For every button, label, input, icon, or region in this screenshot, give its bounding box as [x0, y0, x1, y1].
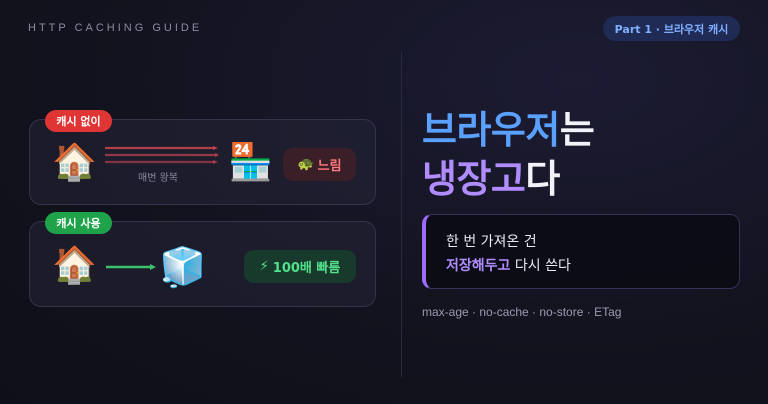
slow-result-pill: 🐢 느림: [283, 148, 356, 181]
quote-line-2: 저장해두고 다시 쓴다: [446, 254, 719, 278]
keyword-list: max-age · no-cache · no-store · ETag: [422, 305, 622, 319]
no-cache-tag: 캐시 없이: [45, 110, 112, 132]
quote-line-1: 한 번 가져온 건: [446, 234, 537, 250]
slow-label: 느림: [317, 159, 342, 174]
cache-tag: 캐시 사용: [45, 212, 112, 234]
headline: 브라우저는 냉장고다: [422, 106, 595, 204]
quote-box: 한 번 가져온 건 저장해두고 다시 쓴다: [422, 214, 740, 289]
store-icon: 🏪: [228, 142, 273, 183]
headline-particle: 는: [559, 108, 595, 152]
cache-arrow: [106, 264, 156, 270]
headline-ending: 다: [525, 157, 560, 201]
fast-label: 100배 빠름: [272, 261, 341, 276]
divider: [401, 52, 402, 377]
round-trip-caption: 매번 왕복: [138, 173, 178, 184]
guide-title: HTTP CACHING GUIDE: [28, 22, 203, 34]
house-icon: 🏠: [52, 142, 97, 183]
round-trip-lines: [105, 146, 219, 164]
fast-result-pill: ⚡ 100배 빠름: [244, 250, 356, 283]
lightning-icon: ⚡: [259, 259, 269, 274]
house-icon: 🏠: [52, 245, 97, 286]
quote-accent: 저장해두고: [446, 258, 511, 274]
ice-cube-icon: 🧊: [159, 245, 207, 289]
turtle-icon: 🐢: [297, 157, 314, 172]
quote-rest: 다시 쓴다: [510, 258, 571, 274]
headline-fridge: 냉장고: [422, 157, 526, 201]
part-badge: Part 1 · 브라우저 캐시: [603, 16, 740, 41]
headline-browser: 브라우저: [422, 108, 560, 152]
headline-line-1: 브라우저는: [422, 106, 595, 155]
headline-line-2: 냉장고다: [422, 155, 594, 204]
